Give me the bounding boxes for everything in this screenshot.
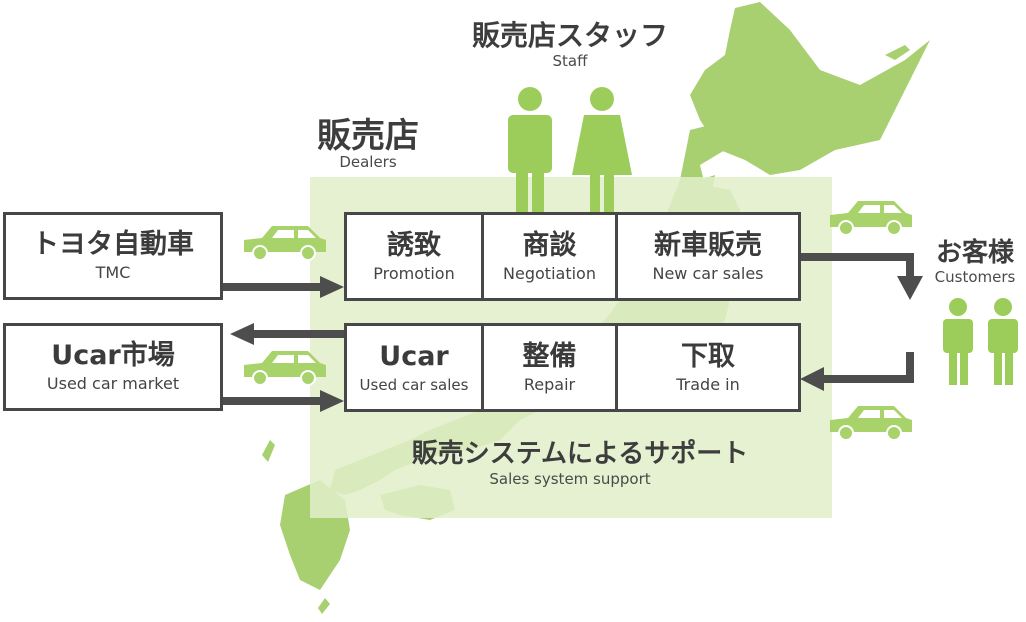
- cell-trade-in: 下取 Trade in: [618, 326, 798, 409]
- cell-ja: Ucar: [379, 340, 449, 372]
- support-title: 販売システムによるサポート: [411, 439, 749, 469]
- staff-figures-icon: [508, 87, 632, 215]
- cell-en: Trade in: [676, 374, 740, 394]
- tmc-subtitle: TMC: [95, 263, 131, 282]
- cell-ja: 新車販売: [654, 229, 762, 261]
- cell-en: New car sales: [652, 263, 764, 283]
- divider: [481, 326, 484, 409]
- staff-subtitle: Staff: [552, 52, 588, 70]
- cell-ja: 商談: [522, 229, 577, 261]
- customers-subtitle: Customers: [934, 268, 1016, 286]
- cell-new-car-sales: 新車販売 New car sales: [618, 215, 798, 298]
- ucar-market-box: Ucar市場 Used car market: [3, 323, 223, 411]
- staff-title: 販売店スタッフ: [471, 19, 668, 52]
- ucar-market-subtitle: Used car market: [46, 374, 180, 393]
- cell-en: Negotiation: [503, 263, 596, 283]
- car-icon: [830, 201, 912, 236]
- support-subtitle: Sales system support: [489, 470, 651, 488]
- cell-en: Repair: [523, 374, 576, 394]
- dealers-subtitle: Dealers: [339, 153, 397, 171]
- tmc-box: トヨタ自動車 TMC: [3, 212, 223, 300]
- divider: [615, 326, 618, 409]
- cell-en: Used car sales: [359, 375, 469, 394]
- car-icon: [830, 406, 912, 441]
- cell-ja: 誘致: [387, 229, 441, 261]
- customers-title: お客様: [935, 238, 1014, 268]
- cell-en: Promotion: [373, 263, 455, 283]
- dealer-bottom-row: Ucar Used car sales 整備 Repair 下取 Trade i…: [344, 323, 801, 412]
- cell-negotiation: 商談 Negotiation: [484, 215, 615, 298]
- divider: [481, 215, 484, 298]
- car-icon: [244, 226, 326, 261]
- cell-repair: 整備 Repair: [484, 326, 615, 409]
- cell-promotion: 誘致 Promotion: [347, 215, 481, 298]
- dealers-title: 販売店: [317, 116, 419, 156]
- tmc-title: トヨタ自動車: [32, 229, 194, 260]
- customer-figures-icon: [943, 298, 1018, 385]
- cell-ja: 整備: [522, 340, 577, 372]
- dealer-top-row: 誘致 Promotion 商談 Negotiation 新車販売 New car…: [344, 212, 801, 301]
- car-icon: [244, 351, 326, 386]
- divider: [615, 215, 618, 298]
- ucar-market-title: Ucar市場: [51, 340, 175, 371]
- cell-ucar: Ucar Used car sales: [347, 326, 481, 409]
- cell-ja: 下取: [681, 340, 735, 372]
